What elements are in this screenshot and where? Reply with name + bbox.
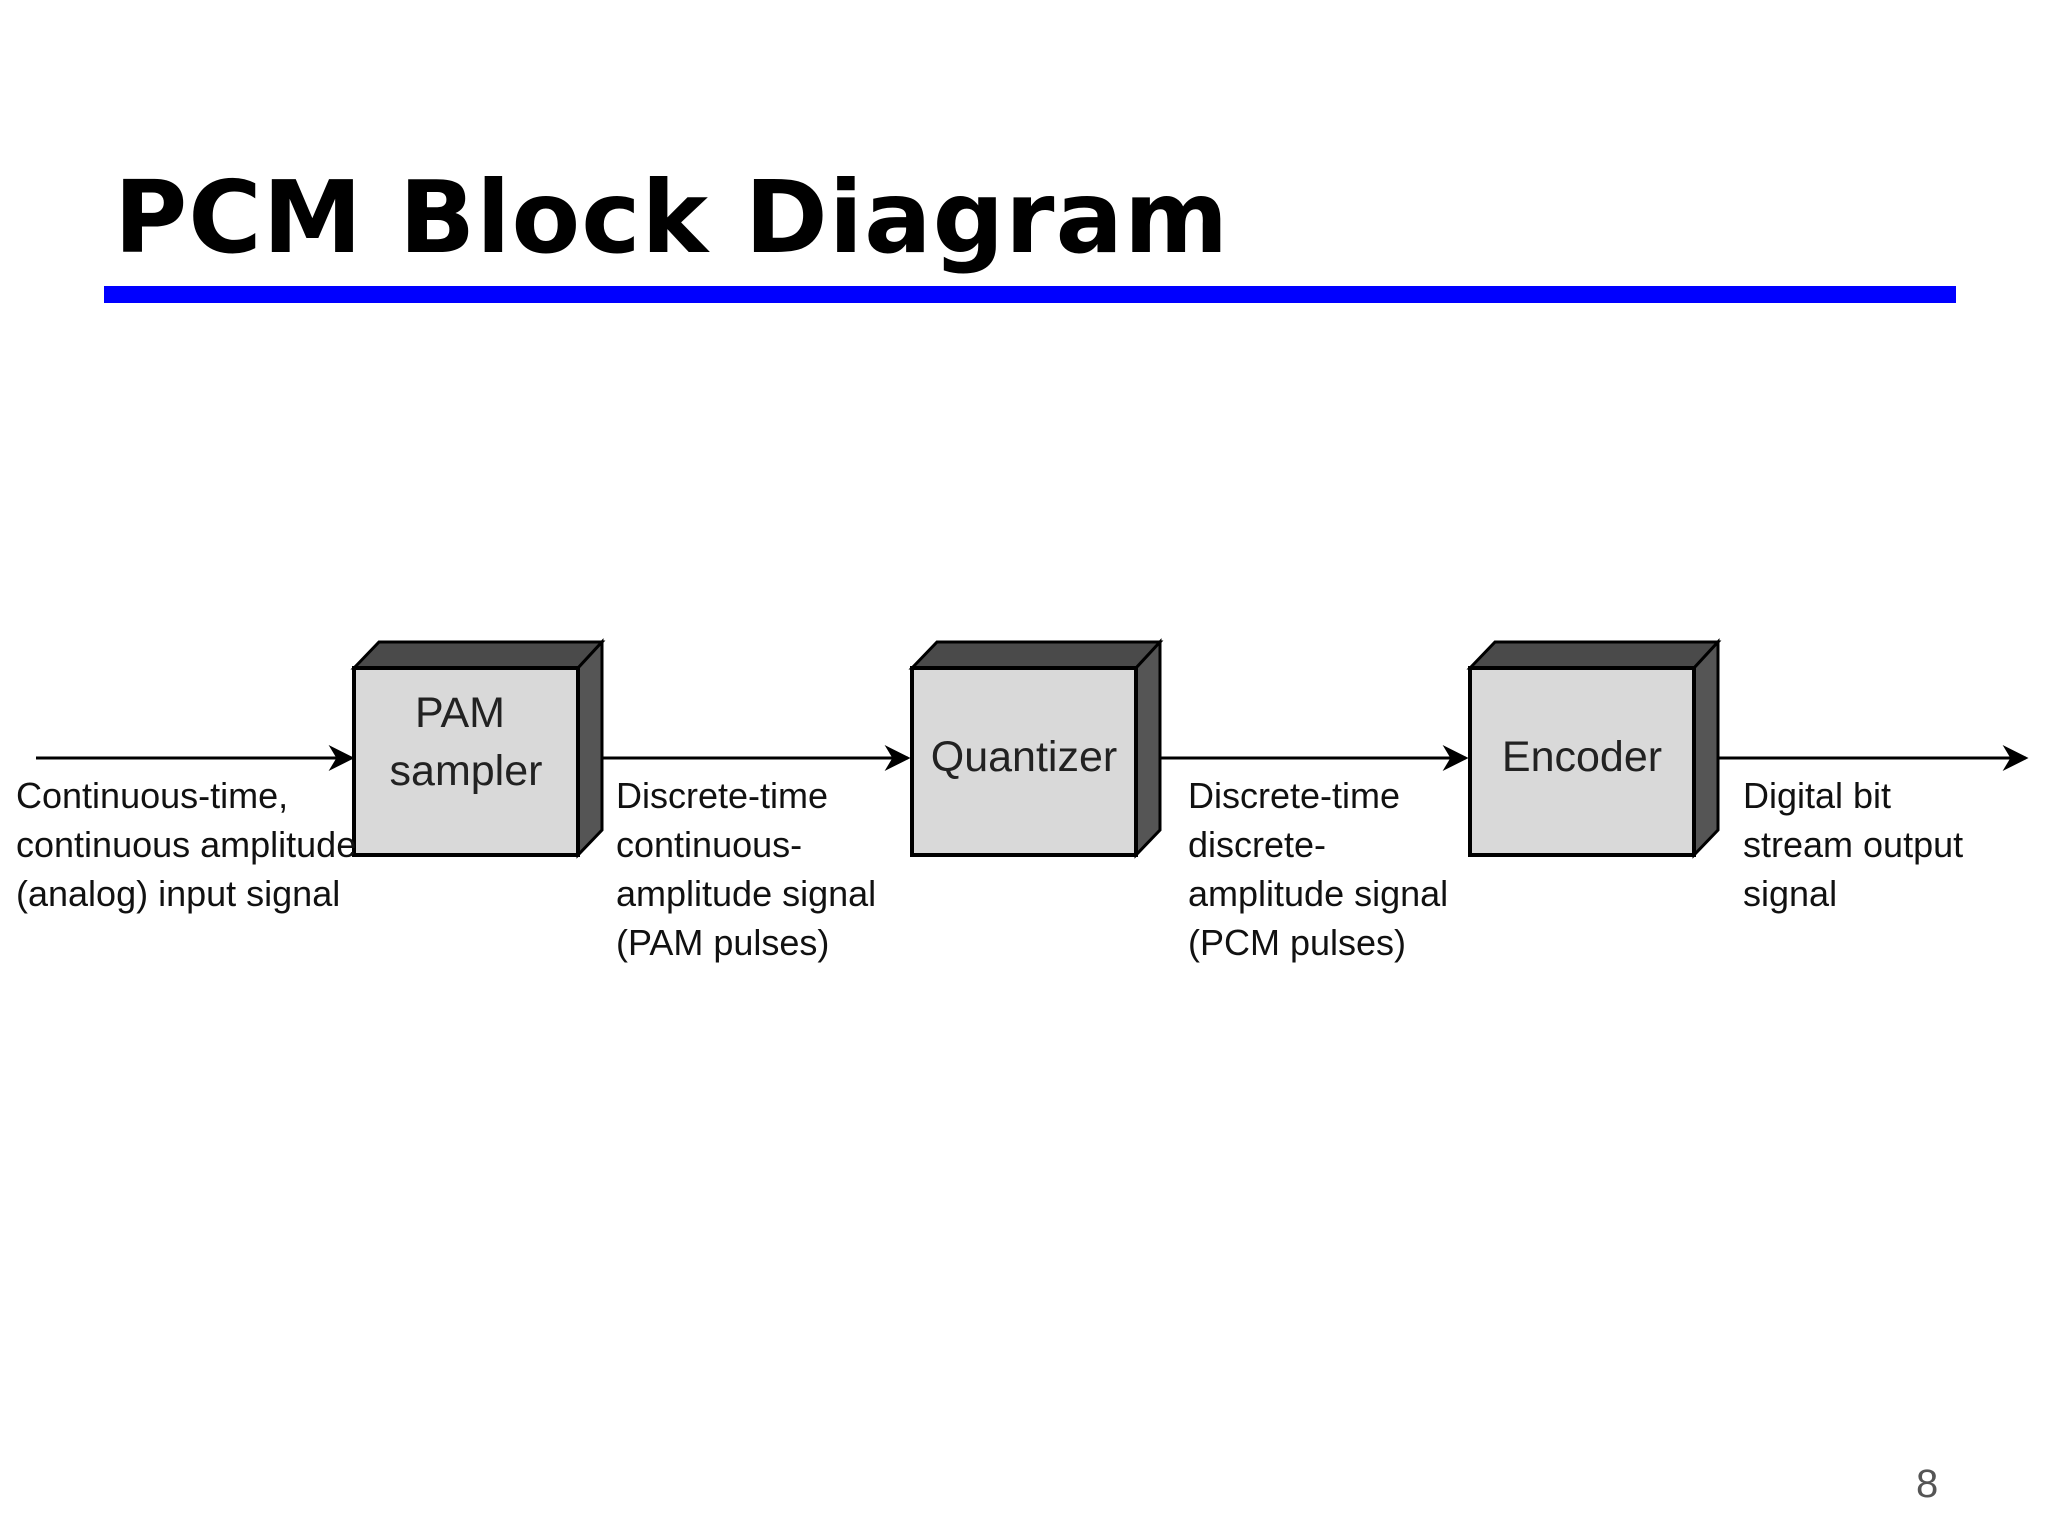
- pam-sampler-side-face: [576, 638, 604, 859]
- quantizer-output-signal-line-3: amplitude signal: [1188, 873, 1448, 914]
- pcm-block-diagram: PAM sampler Quantizer Encoder Continuous…: [16, 638, 2029, 963]
- pam-sampler-label-line-1: PAM: [415, 689, 505, 737]
- output-signal-line-3: signal: [1743, 873, 1837, 914]
- pam-sampler-block: PAM sampler: [350, 638, 606, 859]
- encoder-label-line-1: Encoder: [1502, 733, 1662, 781]
- output-signal-line-1: Digital bit: [1743, 775, 1891, 816]
- encoder-top-face: [1466, 640, 1722, 670]
- pam-sampler-label-line-2: sampler: [390, 747, 543, 795]
- quantizer-top-face: [908, 640, 1164, 670]
- title-underline: [104, 286, 1956, 303]
- input-signal-line-3: (analog) input signal: [16, 873, 340, 914]
- pam-output-signal-line-4: (PAM pulses): [616, 922, 829, 963]
- quantizer-output-signal-label: Discrete-time discrete- amplitude signal…: [1188, 775, 1458, 963]
- input-signal-label: Continuous-time, continuous amplitude (a…: [16, 775, 366, 914]
- svg-text:Quantizer: Quantizer: [931, 733, 1117, 781]
- quantizer-output-signal-line-2: discrete-: [1188, 824, 1326, 865]
- quantizer-block: Quantizer: [908, 638, 1164, 859]
- svg-text:PAM sampler: PAM sampler: [390, 689, 543, 795]
- quantizer-front-face: [910, 666, 1138, 857]
- pam-output-signal-label: Discrete-time continuous- amplitude sign…: [616, 775, 886, 963]
- input-signal-line-2: continuous amplitude: [16, 824, 356, 865]
- encoder-block: Encoder: [1466, 638, 1722, 859]
- pam-sampler-front-face: [352, 666, 580, 857]
- page-number: 8: [1916, 1462, 1939, 1506]
- output-signal-label: Digital bit stream output signal: [1743, 775, 1973, 914]
- pam-sampler-top-face: [350, 640, 606, 670]
- quantizer-output-signal-line-4: (PCM pulses): [1188, 922, 1406, 963]
- quantizer-label-line-1: Quantizer: [931, 733, 1117, 781]
- encoder-side-face: [1692, 638, 1720, 859]
- output-signal-line-2: stream output: [1743, 824, 1963, 865]
- encoder-front-face: [1468, 666, 1696, 857]
- pam-output-signal-line-3: amplitude signal: [616, 873, 876, 914]
- pam-output-signal-line-1: Discrete-time: [616, 775, 828, 816]
- quantizer-side-face: [1134, 638, 1162, 859]
- pam-output-signal-line-2: continuous-: [616, 824, 802, 865]
- svg-text:Encoder: Encoder: [1502, 733, 1662, 781]
- slide-title: PCM Block Diagram: [114, 159, 1230, 276]
- input-signal-line-1: Continuous-time,: [16, 775, 288, 816]
- quantizer-output-signal-line-1: Discrete-time: [1188, 775, 1400, 816]
